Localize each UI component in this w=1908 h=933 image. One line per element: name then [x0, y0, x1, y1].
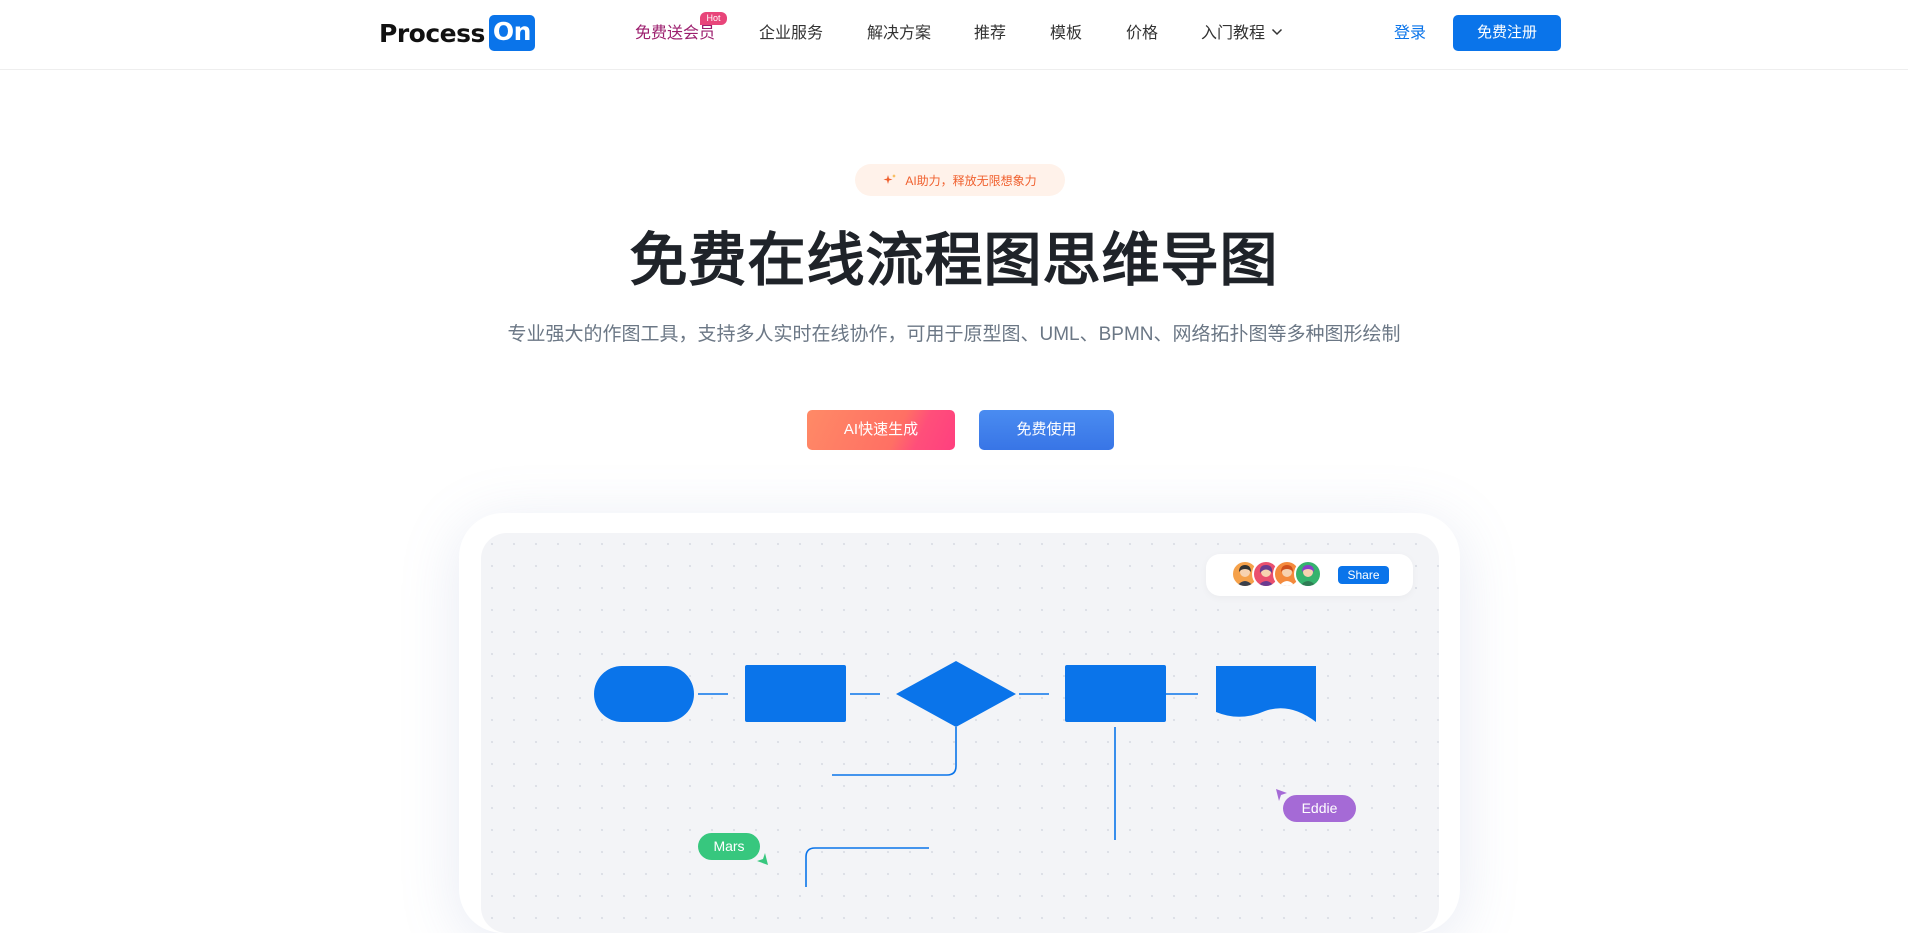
nav-solutions[interactable]: 解决方案	[867, 25, 932, 42]
nav-free-vip[interactable]: 免费送会员	[635, 25, 716, 42]
page-subtitle: 专业强大的作图工具，支持多人实时在线协作，可用于原型图、UML、BPMN、网络拓…	[507, 324, 1401, 345]
process-shape	[1065, 665, 1166, 722]
nav-tutorial[interactable]: 入门教程	[1201, 25, 1266, 42]
terminator-shape	[594, 666, 694, 722]
sparkle-icon	[883, 174, 897, 184]
flowchart-diagram	[594, 661, 1316, 887]
person-icon	[1300, 565, 1316, 586]
connector-line	[805, 847, 929, 887]
hot-badge: Hot	[700, 12, 727, 25]
cursor-icon	[757, 853, 768, 865]
collaborator-avatar[interactable]	[1294, 560, 1322, 588]
login-link[interactable]: 登录	[1394, 25, 1427, 42]
cursor-tag-mars: Mars	[698, 833, 760, 860]
person-icon	[1258, 565, 1274, 586]
logo-badge: On	[488, 15, 535, 51]
decision-shape	[896, 661, 1016, 727]
canvas-preview	[481, 533, 1439, 933]
pill-text: AI助力，释放无限想象力	[905, 173, 1037, 188]
cursor-tag-eddie: Eddie	[1283, 795, 1356, 822]
page-title: 免费在线流程图思维导图	[629, 226, 1279, 294]
ai-promo-pill[interactable]: AI助力，释放无限想象力	[855, 164, 1065, 196]
share-button[interactable]: Share	[1338, 566, 1389, 584]
nav-recommend[interactable]: 推荐	[974, 25, 1007, 42]
nav-templates[interactable]: 模板	[1050, 25, 1083, 42]
chevron-down-icon[interactable]	[1270, 25, 1284, 39]
person-icon	[1279, 565, 1295, 586]
ai-generate-button[interactable]: AI快速生成	[807, 410, 955, 450]
process-shape	[745, 665, 846, 722]
nav-pricing[interactable]: 价格	[1126, 25, 1159, 42]
logo-text: Process	[379, 18, 485, 48]
register-button[interactable]: 免费注册	[1453, 15, 1561, 51]
connector-line	[832, 727, 957, 776]
cursor-icon	[1276, 789, 1287, 801]
person-icon	[1237, 565, 1253, 586]
nav-enterprise[interactable]: 企业服务	[759, 25, 824, 42]
document-shape	[1216, 666, 1316, 722]
free-use-button[interactable]: 免费使用	[979, 410, 1114, 450]
